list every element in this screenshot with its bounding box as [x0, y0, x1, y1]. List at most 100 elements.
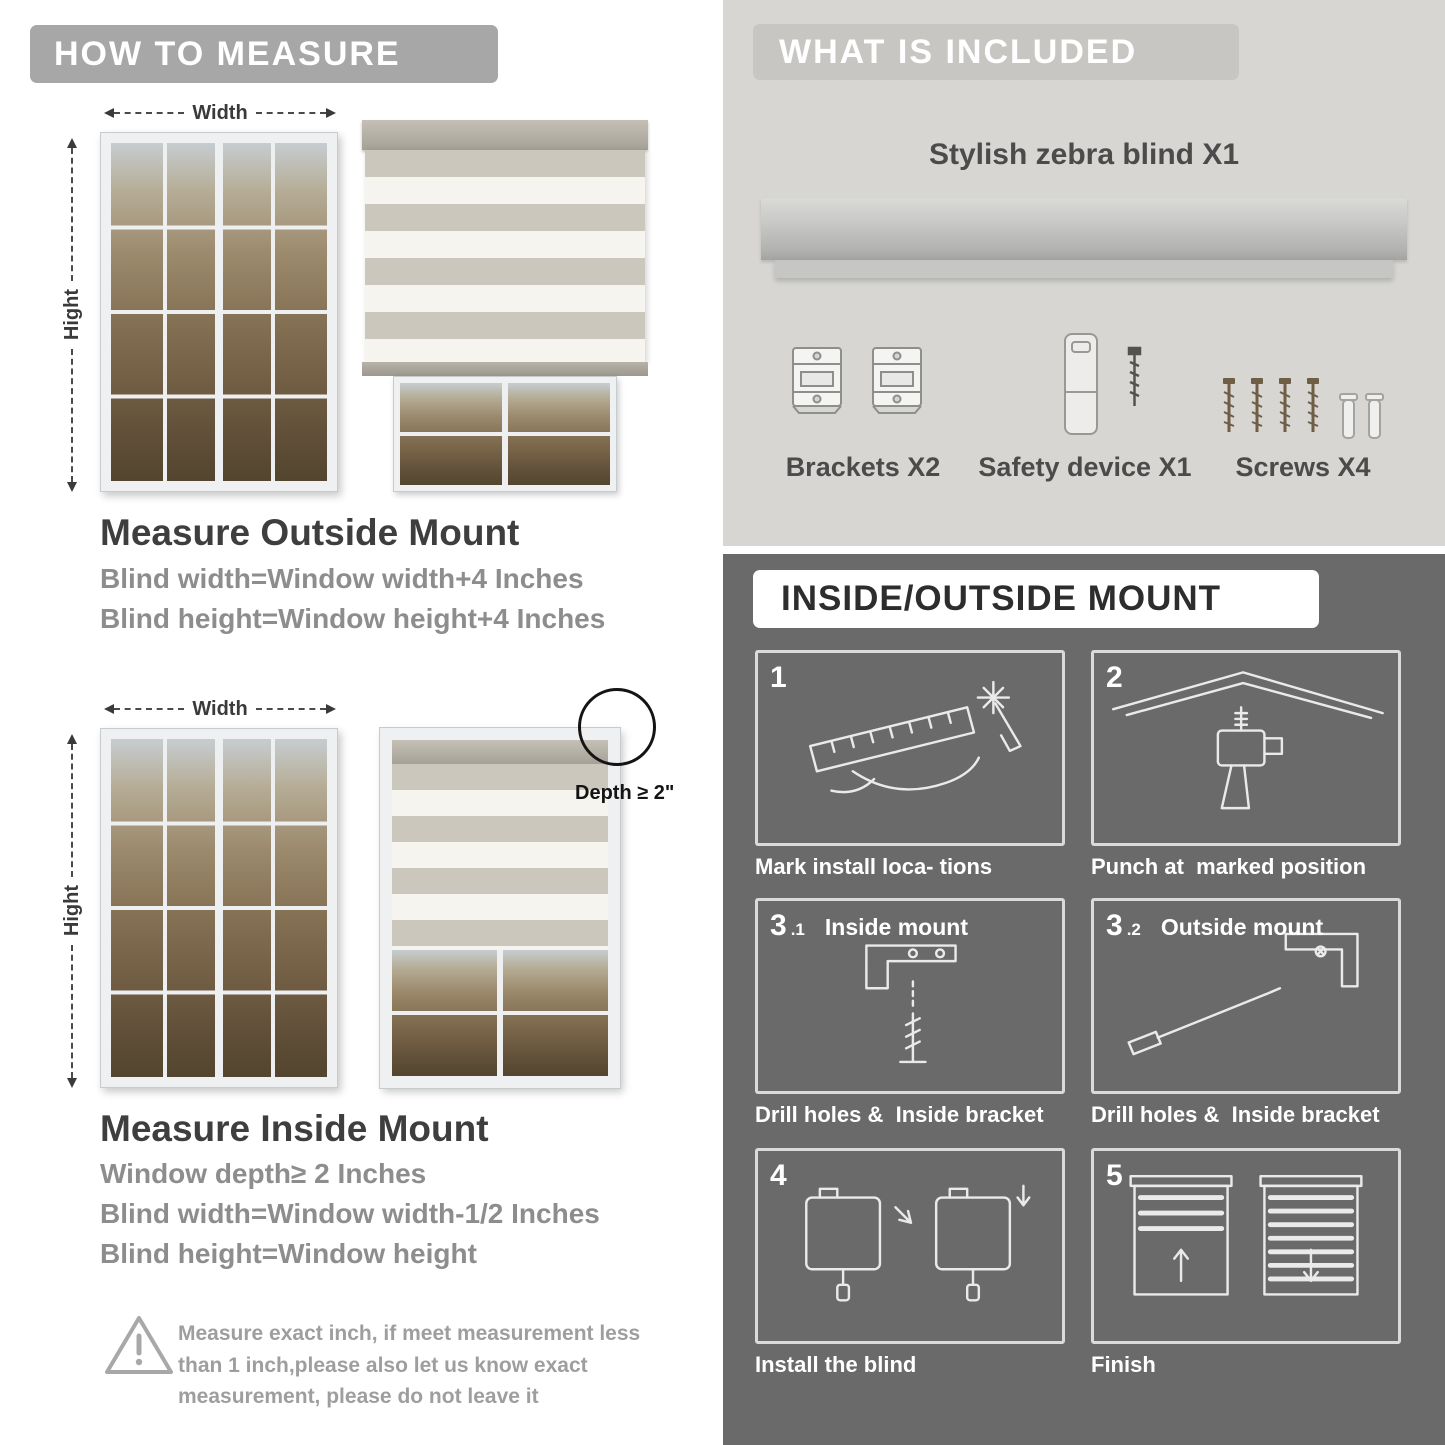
- step-number-sub: .1: [790, 920, 805, 939]
- blind-cassette: [362, 120, 648, 150]
- outside-width-formula: Blind width=Window width+4 Inches: [100, 563, 584, 594]
- warning-icon: [105, 1316, 173, 1374]
- step-number: 4: [770, 1159, 787, 1192]
- inside-width-formula: Blind width=Window width-1/2 Inches: [100, 1198, 600, 1229]
- product-name-label: Stylish zebra blind X1: [928, 138, 1240, 171]
- width-arrow-outside: Width: [104, 101, 337, 124]
- step-1-tile: 1: [755, 650, 1065, 846]
- inside-height-formula: Blind height=Window height: [100, 1238, 477, 1269]
- step-3-2-number: 3 .2 Outside mount: [1106, 909, 1323, 943]
- step-5-illustration: [1129, 1174, 1363, 1296]
- inside-outside-mount-panel: INSIDE/OUTSIDE MOUNT 1 Mark install loca…: [723, 554, 1445, 1445]
- step-inline-label: Outside mount: [1160, 914, 1324, 940]
- arrowhead-left-icon: [104, 704, 114, 714]
- step-number-sub: .2: [1126, 920, 1141, 939]
- safety-device-icon: [1064, 333, 1142, 435]
- step-number: 3: [1106, 909, 1123, 942]
- inside-mount-heading: Measure Inside Mount: [100, 1108, 489, 1149]
- step-3-1-number: 3 .1 Inside mount: [770, 909, 968, 943]
- step-5-caption: Finish: [1091, 1352, 1156, 1377]
- step-number: 5: [1106, 1159, 1123, 1192]
- step-inline-label: Inside mount: [824, 914, 968, 940]
- depth-callout-circle: [578, 688, 656, 766]
- arrowhead-left-icon: [104, 108, 114, 118]
- step-4-illustration: [805, 1184, 1031, 1302]
- outside-height-formula: Blind height=Window height+4 Inches: [100, 603, 606, 634]
- width-arrow-inside: Width: [104, 697, 337, 720]
- step-number: 3: [770, 909, 787, 942]
- width-label: Width: [192, 697, 248, 720]
- step-number: 2: [1106, 661, 1123, 694]
- arrow-line: [71, 944, 73, 1078]
- window-glass: [392, 950, 608, 1076]
- arrowhead-up-icon: [67, 138, 77, 148]
- step-number: 1: [770, 661, 787, 694]
- brackets-label: Brackets X2: [785, 452, 941, 482]
- arrow-line: [71, 348, 73, 482]
- step-1-number: 1: [770, 661, 811, 695]
- zebra-stripes: [392, 764, 608, 950]
- inside-depth-formula: Window depth≥ 2 Inches: [100, 1158, 427, 1189]
- inside-mount-blind-illustration: [379, 727, 621, 1089]
- step-5-tile: 5: [1091, 1148, 1401, 1344]
- step-4-tile: 4: [755, 1148, 1065, 1344]
- screws-label: Screws X4: [1235, 452, 1371, 482]
- outside-mount-heading: Measure Outside Mount: [100, 512, 520, 553]
- bracket-icon: [872, 347, 922, 414]
- step-2-caption: Punch at marked position: [1091, 854, 1367, 879]
- bracket-icon: [792, 347, 842, 414]
- what-is-included-header: WHAT IS INCLUDED: [753, 24, 1239, 80]
- height-arrow-inside: Hight: [60, 734, 83, 1088]
- step-2-number: 2: [1106, 661, 1147, 695]
- how-to-measure-header: HOW TO MEASURE: [30, 25, 498, 83]
- depth-requirement-label: Depth ≥ 2": [575, 782, 675, 804]
- step-2-illustration: [1111, 671, 1384, 810]
- step-5-number: 5: [1106, 1159, 1147, 1193]
- window-glass: [111, 143, 327, 481]
- arrow-line: [114, 708, 185, 710]
- zebra-blind-valance-illustration: [775, 260, 1393, 278]
- window-illustration-outside: [100, 132, 338, 492]
- zebra-blind-cassette-illustration: [761, 198, 1407, 260]
- arrow-line: [71, 744, 73, 878]
- height-arrow-outside: Hight: [60, 138, 83, 492]
- arrow-line: [255, 112, 327, 114]
- height-label: Hight: [60, 289, 83, 341]
- zebra-stripes: [365, 150, 645, 362]
- window-below-blind: [393, 376, 617, 492]
- window-glass: [400, 383, 610, 485]
- what-is-included-panel: WHAT IS INCLUDED Stylish zebra blind X1: [723, 0, 1445, 546]
- arrowhead-right-icon: [326, 108, 337, 118]
- step-4-caption: Install the blind: [755, 1352, 917, 1377]
- arrow-line: [255, 708, 327, 710]
- arrowhead-down-icon: [67, 482, 77, 492]
- step-2-tile: 2: [1091, 650, 1401, 846]
- safety-device-label: Safety device X1: [978, 452, 1192, 482]
- arrow-line: [71, 148, 73, 282]
- window-glass: [111, 739, 327, 1077]
- blind-bottom-rail: [362, 362, 648, 376]
- arrowhead-right-icon: [326, 704, 337, 714]
- measurement-note: Measure exact inch, if meet measurement …: [178, 1322, 641, 1408]
- arrow-line: [114, 112, 185, 114]
- step-3-2-tile: 3 .2 Outside mount: [1091, 898, 1401, 1094]
- step-3-2-caption: Drill holes & Inside bracket: [1091, 1102, 1380, 1127]
- step-4-number: 4: [770, 1159, 811, 1193]
- height-label: Hight: [60, 885, 83, 937]
- step-3-2-illustration: [1127, 932, 1359, 1056]
- outside-mount-blind-illustration: [362, 120, 648, 492]
- window-illustration-inside: [100, 728, 338, 1088]
- mount-section-header: INSIDE/OUTSIDE MOUNT: [753, 570, 1319, 628]
- step-3-1-tile: 3 .1 Inside mount: [755, 898, 1065, 1094]
- width-label: Width: [192, 101, 248, 124]
- arrowhead-up-icon: [67, 734, 77, 744]
- screws-icon: [1221, 376, 1384, 439]
- window-mullion: [215, 739, 223, 1077]
- step-3-1-illustration: [865, 944, 957, 1064]
- step-1-caption: Mark install loca- tions: [755, 854, 993, 879]
- blind-cassette: [392, 740, 608, 764]
- window-mullion: [215, 143, 223, 481]
- arrowhead-down-icon: [67, 1078, 77, 1088]
- step-1-illustration: [808, 680, 1022, 794]
- step-3-1-caption: Drill holes & Inside bracket: [755, 1102, 1044, 1127]
